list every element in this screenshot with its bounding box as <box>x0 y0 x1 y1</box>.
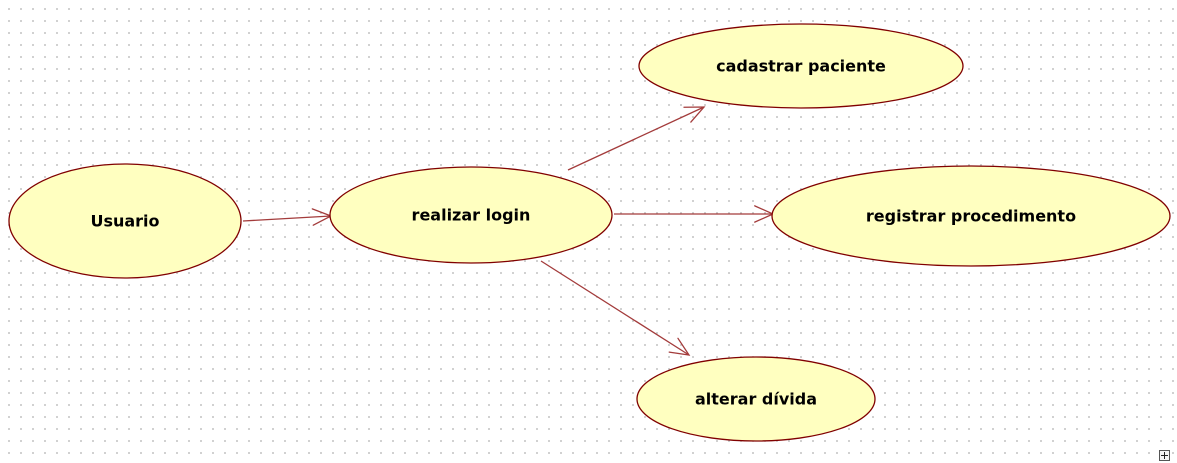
association-usuario-to-realizar-login[interactable] <box>242 208 333 226</box>
use-case-node-alterar-divida[interactable]: alterar dívida <box>636 356 876 442</box>
use-case-ellipse[interactable] <box>771 165 1171 267</box>
nodes-layer: Usuario realizar login cadastrar paciente r… <box>8 23 1171 442</box>
association-line[interactable] <box>540 260 690 356</box>
association-realizar-login-to-cadastrar-paciente[interactable] <box>567 106 706 171</box>
use-case-ellipse[interactable] <box>329 166 613 264</box>
arrow-head-icon <box>683 106 706 123</box>
use-case-node-realizar-login[interactable]: realizar login <box>329 166 613 264</box>
use-case-ellipse[interactable] <box>8 163 242 279</box>
use-case-ellipse[interactable] <box>636 356 876 442</box>
association-realizar-login-to-registrar-procedimento[interactable] <box>614 205 775 223</box>
arrow-head-icon <box>668 337 691 356</box>
move-icon[interactable] <box>1159 450 1170 461</box>
association-line[interactable] <box>242 215 332 222</box>
actor-node-usuario[interactable]: Usuario <box>8 163 242 279</box>
use-case-node-cadastrar-paciente[interactable]: cadastrar paciente <box>638 23 964 109</box>
association-line[interactable] <box>567 106 705 171</box>
use-case-node-registrar-procedimento[interactable]: registrar procedimento <box>771 165 1171 267</box>
use-case-ellipse[interactable] <box>638 23 964 109</box>
association-realizar-login-to-alterar-divida[interactable] <box>540 260 691 356</box>
